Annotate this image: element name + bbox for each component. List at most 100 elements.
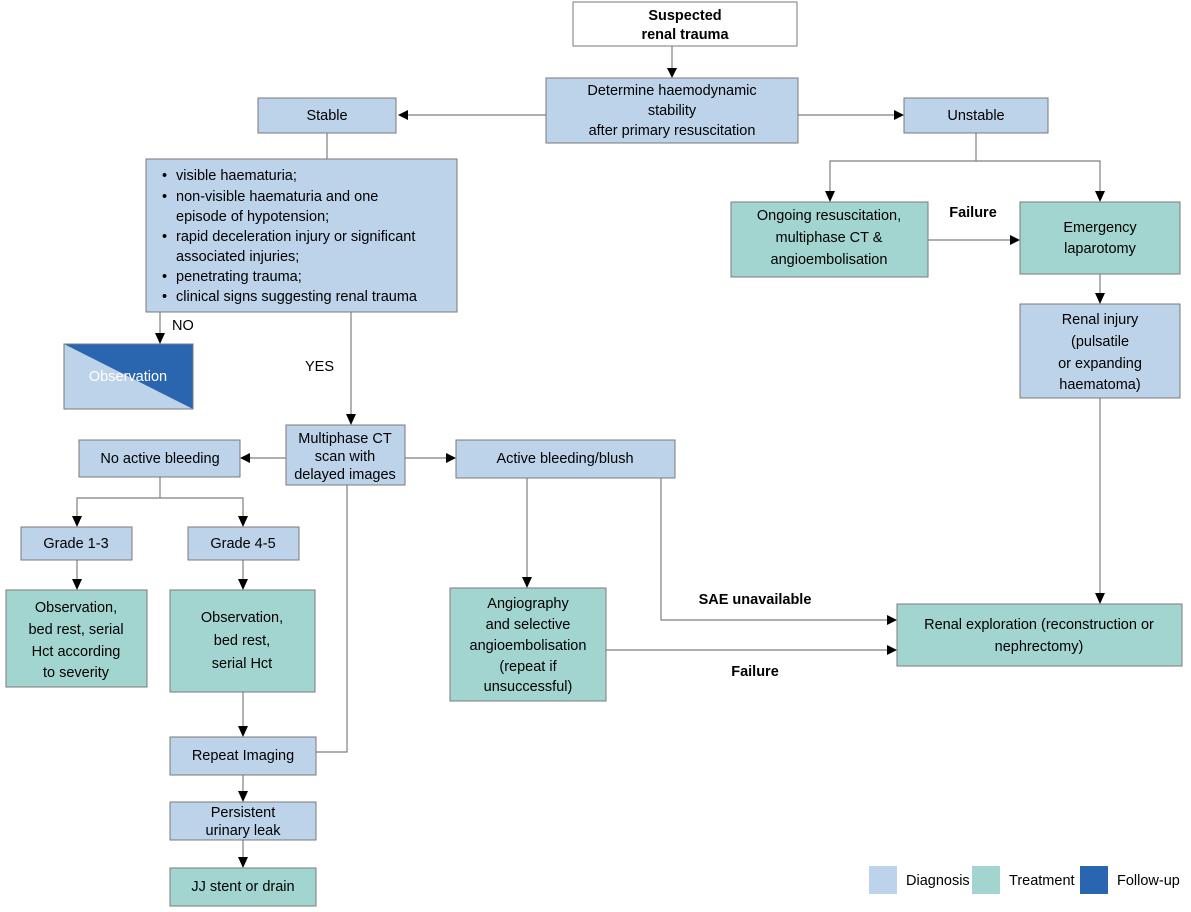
- node-unstable-label: Unstable: [947, 108, 1004, 124]
- node-ongoing-resuscitation[interactable]: Ongoing resuscitation, multiphase CT & a…: [730, 201, 929, 278]
- node-ongoing-rect: [730, 201, 929, 278]
- criteria-bullet-3-text-0: penetrating trauma;: [176, 269, 302, 285]
- node-angio-line-4: unsuccessful): [484, 679, 573, 695]
- node-angio-line-3: (repeat if: [499, 659, 557, 675]
- arrow-grade45-to-obs: [238, 579, 248, 590]
- node-nobleed-label: No active bleeding: [100, 451, 219, 467]
- node-laparotomy-rect: [1019, 201, 1181, 275]
- node-suspected-renal-trauma[interactable]: Suspected renal trauma: [572, 1, 798, 47]
- node-stable-rect: [257, 97, 397, 134]
- criteria-bullet-2-line-0: •: [162, 229, 171, 245]
- node-obs-hct-line-1: bed rest,: [214, 633, 270, 649]
- node-angio-rect: [449, 587, 607, 702]
- node-ongoing-line-1: multiphase CT &: [776, 230, 883, 246]
- criteria-bullet-4-line-0: •: [162, 289, 171, 305]
- node-grade45-label: Grade 4-5: [210, 536, 275, 552]
- node-activebleed-label: Active bleeding/blush: [496, 451, 633, 467]
- node-angio-line-2: angioembolisation: [470, 638, 587, 654]
- arrow-determine-to-unstable: [894, 110, 904, 120]
- edge-ct-to-repeat-imaging: [316, 485, 348, 753]
- node-unstable[interactable]: Unstable: [903, 97, 1049, 134]
- node-unstable-rect: [903, 97, 1049, 134]
- legend-swatch-treatment: [972, 866, 1000, 894]
- node-ct-line-2: delayed images: [294, 467, 396, 483]
- node-ct-line-1: scan with: [315, 449, 375, 465]
- arrow-unstable-to-ongoing: [825, 191, 835, 202]
- arrow-unstable-to-laparotomy: [1095, 191, 1105, 202]
- node-determine-line-2: after primary resuscitation: [589, 123, 756, 139]
- arrow-angio-to-exploration: [887, 645, 897, 655]
- node-observation-severity[interactable]: Observation, bed rest, serial Hct accord…: [5, 589, 148, 688]
- node-repeat-imaging[interactable]: Repeat Imaging: [169, 736, 317, 776]
- node-obs-severity-line-3: to severity: [43, 665, 110, 681]
- arrow-activebleed-to-exploration: [887, 615, 897, 625]
- node-observation-label: Observation: [89, 369, 167, 385]
- criteria-bullet-0-line-0: •: [162, 168, 171, 184]
- edge-unstable-to-ongoing: [829, 133, 977, 194]
- node-obs-severity-line-2: Hct according: [32, 644, 121, 660]
- node-ongoing-line-2: angioembolisation: [771, 252, 888, 268]
- criteria-bullet-1-line-0: •: [162, 189, 171, 205]
- edge-label-no: NO: [172, 318, 194, 334]
- node-renal-injury[interactable]: Renal injury (pulsatile or expanding hae…: [1019, 303, 1181, 399]
- node-exploration-line-1: nephrectomy): [995, 639, 1084, 655]
- node-grade-1-3[interactable]: Grade 1-3: [20, 526, 133, 561]
- arrow-suspected-to-determine: [667, 68, 677, 78]
- node-leak-line-1: urinary leak: [206, 823, 282, 839]
- node-obs-severity-line-1: bed rest, serial: [28, 622, 123, 638]
- node-persistent-urinary-leak[interactable]: Persistent urinary leak: [169, 801, 317, 841]
- arrow-determine-to-stable: [398, 110, 408, 120]
- arrow-activebleed-to-angio: [522, 577, 532, 588]
- edge-label-sae-unavailable: SAE unavailable: [699, 592, 812, 608]
- node-imaging-criteria[interactable]: • visible haematuria; • non-visible haem…: [145, 158, 458, 313]
- criteria-bullet-3-line-0: •: [162, 269, 171, 285]
- legend-swatch-diagnosis: [869, 866, 897, 894]
- legend-label-followup: Follow-up: [1117, 873, 1180, 889]
- node-multiphase-ct[interactable]: Multiphase CT scan with delayed images: [285, 424, 406, 486]
- edge-unstable-to-laparotomy: [976, 160, 1101, 194]
- node-grade45-rect: [187, 526, 300, 561]
- criteria-bullet-0-text-0: visible haematuria;: [176, 168, 297, 184]
- node-renal-exploration[interactable]: Renal exploration (reconstruction or nep…: [896, 603, 1183, 667]
- arrow-repeat-to-leak: [238, 791, 248, 802]
- arrow-ct-to-active-bleeding: [446, 453, 456, 463]
- node-jj-stent[interactable]: JJ stent or drain: [169, 867, 317, 907]
- node-leak-line-0: Persistent: [211, 805, 275, 821]
- node-determine-rect: [545, 77, 799, 144]
- node-observation-followup[interactable]: Observation: [63, 343, 194, 410]
- node-emergency-laparotomy[interactable]: Emergency laparotomy: [1019, 201, 1181, 275]
- node-determine-line-1: stability: [648, 103, 697, 119]
- node-determine-stability[interactable]: Determine haemodynamic stability after p…: [545, 77, 799, 144]
- node-grade13-label: Grade 1-3: [43, 536, 108, 552]
- connectors: [72, 46, 1105, 868]
- criteria-bullet-4-text-0: clinical signs suggesting renal trauma: [176, 289, 418, 305]
- legend-label-diagnosis: Diagnosis: [906, 873, 970, 889]
- node-obs-hct-line-0: Observation,: [201, 610, 283, 626]
- node-observation-serial-hct[interactable]: Observation, bed rest, serial Hct: [169, 589, 316, 693]
- node-jj-rect: [169, 867, 317, 907]
- node-injury-line-0: Renal injury: [1062, 312, 1139, 328]
- node-angiography[interactable]: Angiography and selective angioembolisat…: [449, 587, 607, 702]
- node-ct-line-0: Multiphase CT: [298, 431, 392, 447]
- legend: Diagnosis Treatment Follow-up: [869, 866, 1180, 894]
- node-no-active-bleeding[interactable]: No active bleeding: [78, 439, 241, 478]
- arrow-nobleed-to-grade13: [72, 516, 82, 527]
- node-grade-4-5[interactable]: Grade 4-5: [187, 526, 300, 561]
- node-ct-rect: [285, 424, 406, 486]
- node-suspected-rect: [572, 1, 798, 47]
- arrow-leak-to-jj: [238, 857, 248, 868]
- arrow-ct-to-no-bleeding: [240, 453, 250, 463]
- node-angio-line-0: Angiography: [487, 596, 569, 612]
- arrow-obs-to-repeat: [238, 726, 248, 737]
- legend-swatch-followup: [1080, 866, 1108, 894]
- node-stable[interactable]: Stable: [257, 97, 397, 134]
- node-determine-line-0: Determine haemodynamic: [587, 83, 756, 99]
- arrow-injury-to-exploration: [1095, 593, 1105, 604]
- node-obs-severity-rect: [5, 589, 148, 688]
- criteria-bullet-2-text-1: associated injuries;: [176, 249, 299, 265]
- node-obs-hct-rect: [169, 589, 316, 693]
- node-active-bleeding[interactable]: Active bleeding/blush: [455, 439, 676, 479]
- node-obs-severity-line-0: Observation,: [35, 600, 117, 616]
- node-injury-line-3: haematoma): [1059, 377, 1140, 393]
